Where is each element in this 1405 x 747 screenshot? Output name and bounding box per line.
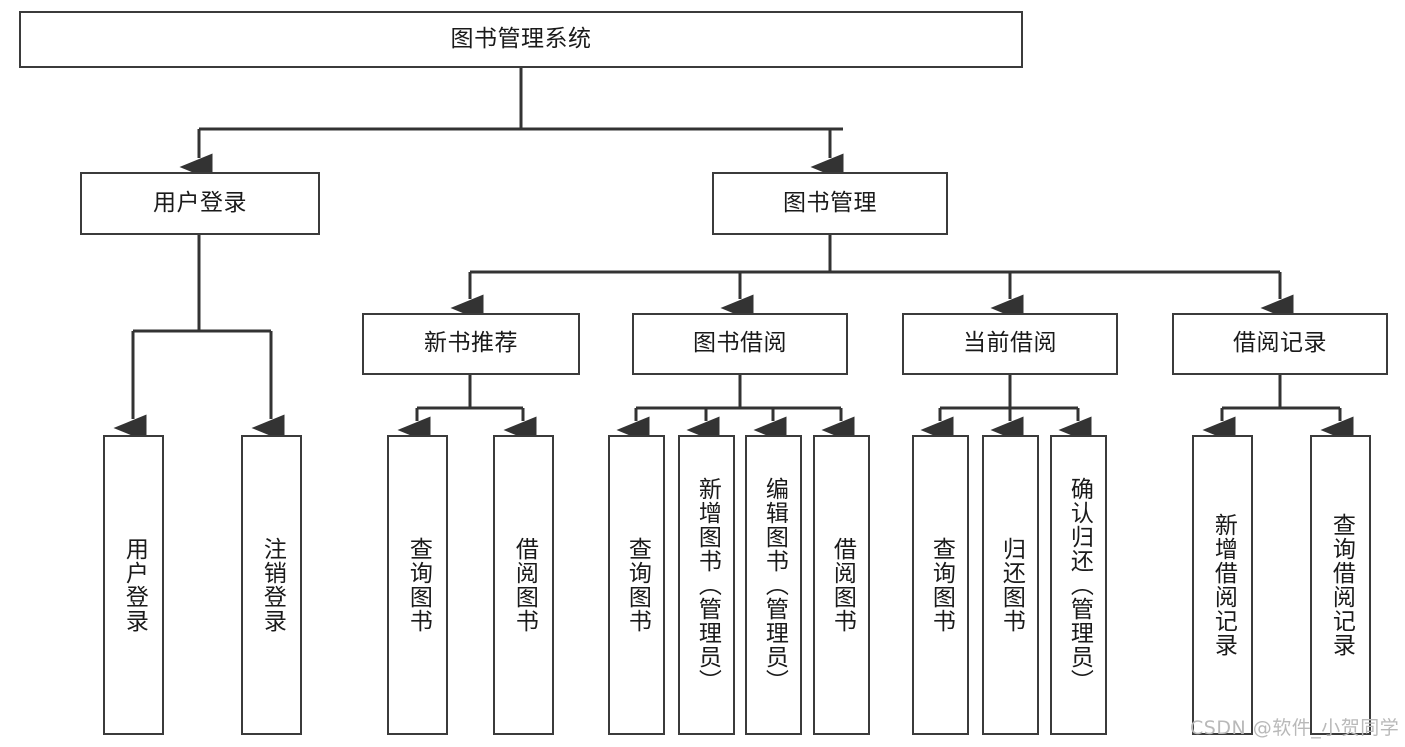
watermark-label: CSDN @软件_小贺同学 xyxy=(1190,717,1400,739)
node-borrow-record[interactable]: 借阅记录 xyxy=(1172,313,1388,375)
node-root[interactable]: 图书管理系统 xyxy=(19,11,1023,68)
node-leaf-borrow-book-1[interactable]: 借阅图书 xyxy=(493,435,554,735)
node-leaf-query-book-1[interactable]: 查询图书 xyxy=(387,435,448,735)
node-leaf-borrow-book-2[interactable]: 借阅图书 xyxy=(813,435,870,735)
node-root-label: 图书管理系统 xyxy=(450,25,592,52)
node-leaf-borrow-book-2-label: 借阅图书 xyxy=(829,537,856,633)
node-leaf-confirm-return-label: 确认归还（管理员） xyxy=(1066,477,1093,693)
node-borrow-record-label: 借阅记录 xyxy=(1233,330,1327,357)
node-leaf-confirm-return[interactable]: 确认归还（管理员） xyxy=(1050,435,1107,735)
node-leaf-query-book-2-label: 查询图书 xyxy=(624,537,651,633)
node-book-borrow[interactable]: 图书借阅 xyxy=(632,313,848,375)
node-leaf-user-login[interactable]: 用户登录 xyxy=(103,435,164,735)
node-leaf-edit-book[interactable]: 编辑图书（管理员） xyxy=(745,435,802,735)
node-leaf-borrow-book-1-label: 借阅图书 xyxy=(511,537,538,633)
node-book-manage[interactable]: 图书管理 xyxy=(712,172,948,235)
node-leaf-add-record-label: 新增借阅记录 xyxy=(1210,513,1237,657)
node-user-login-label: 用户登录 xyxy=(153,189,247,216)
node-current-borrow[interactable]: 当前借阅 xyxy=(902,313,1118,375)
node-new-book-recommend[interactable]: 新书推荐 xyxy=(362,313,580,375)
node-leaf-user-logout-label: 注销登录 xyxy=(259,537,286,633)
node-leaf-query-book-1-label: 查询图书 xyxy=(405,537,432,633)
node-user-login[interactable]: 用户登录 xyxy=(80,172,320,235)
node-leaf-query-book-2[interactable]: 查询图书 xyxy=(608,435,665,735)
node-leaf-return-book[interactable]: 归还图书 xyxy=(982,435,1039,735)
node-current-borrow-label: 当前借阅 xyxy=(963,330,1057,357)
node-leaf-edit-book-label: 编辑图书（管理员） xyxy=(761,477,788,693)
node-book-borrow-label: 图书借阅 xyxy=(693,330,787,357)
node-leaf-add-book[interactable]: 新增图书（管理员） xyxy=(678,435,735,735)
node-leaf-query-book-3[interactable]: 查询图书 xyxy=(912,435,969,735)
node-leaf-add-book-label: 新增图书（管理员） xyxy=(694,477,721,693)
node-new-book-recommend-label: 新书推荐 xyxy=(424,330,518,357)
node-book-manage-label: 图书管理 xyxy=(783,189,877,216)
node-leaf-user-logout[interactable]: 注销登录 xyxy=(241,435,302,735)
node-leaf-user-login-label: 用户登录 xyxy=(121,537,148,633)
node-leaf-query-record[interactable]: 查询借阅记录 xyxy=(1310,435,1371,735)
node-leaf-add-record[interactable]: 新增借阅记录 xyxy=(1192,435,1253,735)
node-leaf-query-book-3-label: 查询图书 xyxy=(928,537,955,633)
node-leaf-query-record-label: 查询借阅记录 xyxy=(1328,513,1355,657)
node-leaf-return-book-label: 归还图书 xyxy=(998,537,1025,633)
